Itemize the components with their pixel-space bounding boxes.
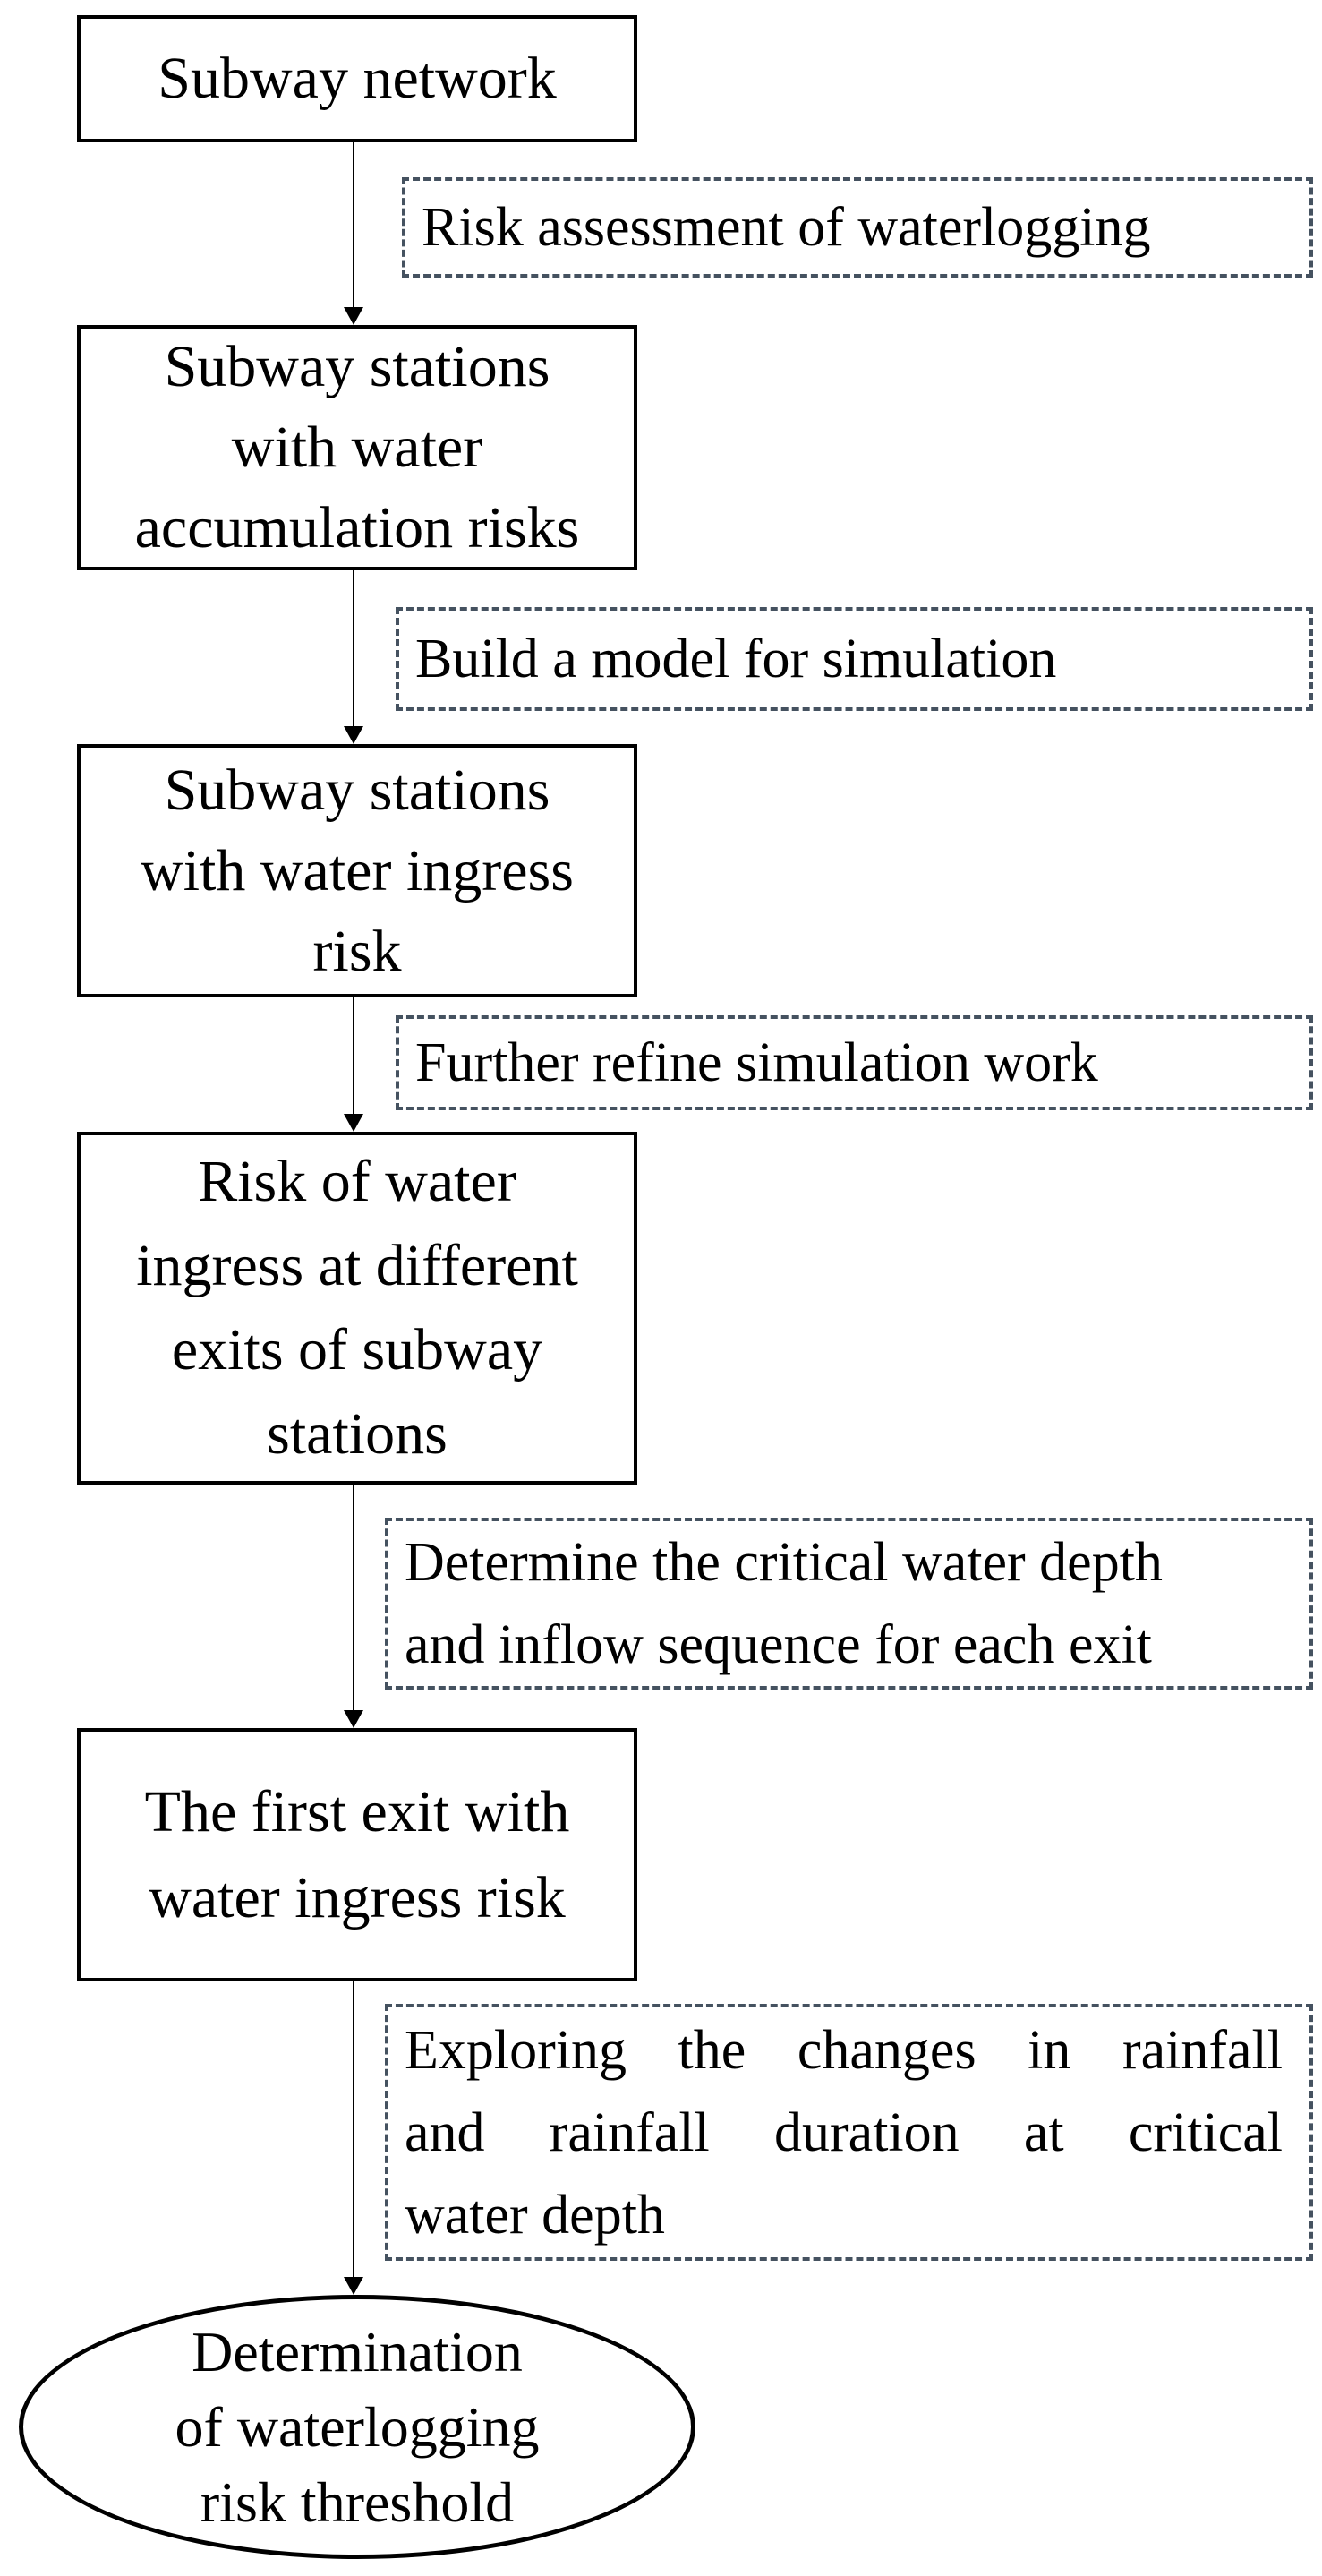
edge-label-exploring-changes: Exploring the changes in rainfall and ra…: [385, 2004, 1313, 2261]
node-text-line: The first exit with: [144, 1778, 570, 1844]
node-text-line: risk: [312, 918, 402, 984]
node-text-line: ingress at different: [136, 1233, 578, 1298]
node-text-line: accumulation risks: [134, 495, 580, 561]
arrowhead-icon: [344, 2277, 363, 2295]
edge-label-text-line: Further refine simulation work: [415, 1032, 1098, 1093]
edge-label-risk-assessment: Risk assessment of waterlogging: [402, 177, 1313, 278]
node-text-line: Subway stations: [164, 334, 550, 399]
edge-label-text-line: and inflow sequence for each exit: [405, 1614, 1152, 1675]
arrow-line: [353, 570, 354, 726]
node-text-line: water ingress risk: [149, 1864, 566, 1930]
edge-label-build-model: Build a model for simulation: [396, 607, 1313, 711]
arrowhead-icon: [344, 1114, 363, 1132]
edge-label-refine-simulation: Further refine simulation work: [396, 1015, 1313, 1110]
arrow-line: [353, 1981, 354, 2277]
node-text-line: with water ingress: [141, 837, 574, 903]
terminal-text-line: of waterlogging: [175, 2394, 540, 2459]
node-text-line: stations: [267, 1401, 448, 1467]
node-text-line: exits of subway: [171, 1317, 543, 1382]
node-text-line: Subway network: [158, 46, 557, 111]
edge-label-text-line: water depth: [405, 2184, 665, 2246]
flow-node-stations-water-accumulation: Subway stations with water accumulation …: [77, 325, 637, 570]
flow-node-exit-water-ingress-risk: Risk of water ingress at different exits…: [77, 1132, 637, 1485]
node-text-line: with water: [231, 415, 483, 480]
arrow-line: [353, 142, 354, 307]
flow-node-first-exit-water-ingress: The first exit with water ingress risk: [77, 1728, 637, 1981]
edge-label-text-line: Exploring the changes in rainfall: [405, 2019, 1283, 2081]
arrow-line: [353, 997, 354, 1114]
arrowhead-icon: [344, 726, 363, 744]
edge-label-critical-depth: Determine the critical water depth and i…: [385, 1518, 1313, 1690]
terminal-node-risk-threshold: Determination of waterlogging risk thres…: [19, 2295, 695, 2559]
arrowhead-icon: [344, 307, 363, 325]
edge-label-text-line: Determine the critical water depth: [405, 1532, 1163, 1593]
edge-label-text-line: Build a model for simulation: [415, 629, 1057, 689]
terminal-text-line: Determination: [192, 2319, 523, 2383]
terminal-text-line: risk threshold: [200, 2469, 515, 2534]
flow-node-subway-network: Subway network: [77, 15, 637, 142]
arrow-line: [353, 1485, 354, 1710]
node-text-line: Risk of water: [198, 1149, 516, 1214]
flow-node-stations-water-ingress: Subway stations with water ingress risk: [77, 744, 637, 997]
node-text-line: Subway stations: [164, 757, 550, 823]
edge-label-text-line: Risk assessment of waterlogging: [422, 197, 1151, 258]
edge-label-text-line: and rainfall duration at critical: [405, 2101, 1283, 2163]
arrowhead-icon: [344, 1710, 363, 1728]
